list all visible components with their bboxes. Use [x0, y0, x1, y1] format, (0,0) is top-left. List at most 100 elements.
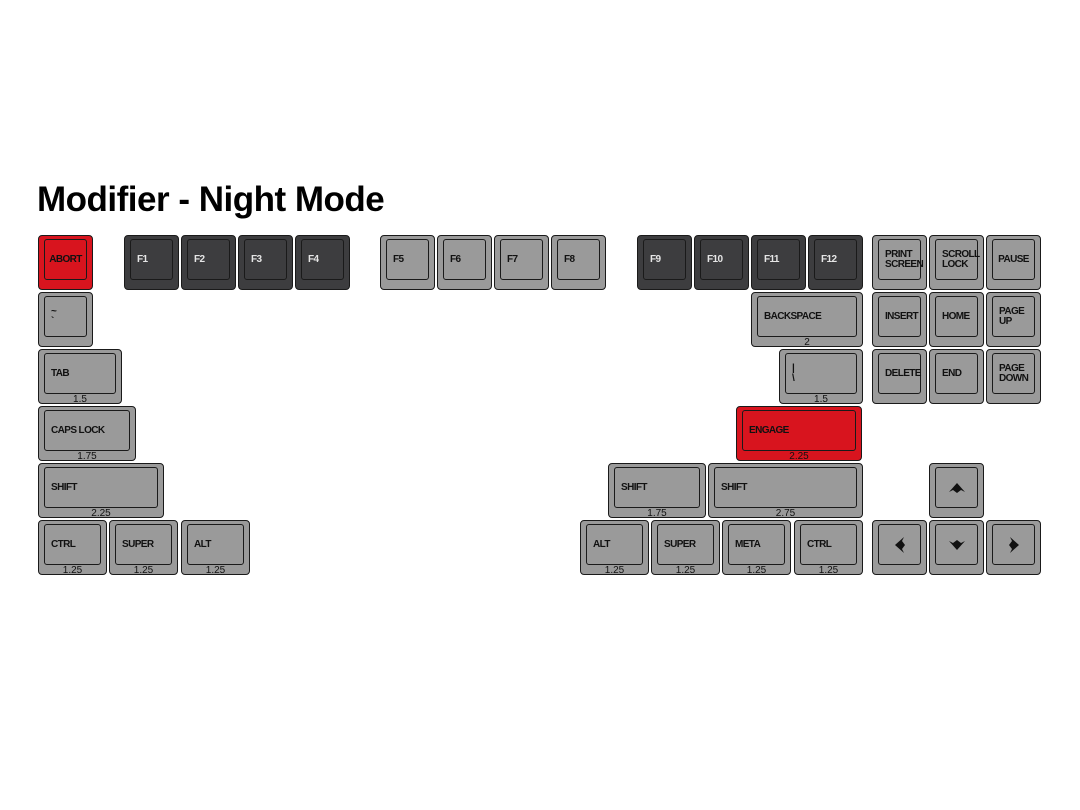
keycap-top	[500, 239, 543, 280]
key-label: F8	[564, 253, 575, 265]
key-f12: F12	[808, 235, 863, 290]
key-label: BACKSPACE	[764, 310, 822, 322]
key-backspace: BACKSPACE 2	[751, 292, 863, 348]
key-label: ALT	[194, 538, 212, 550]
key-label: F11	[764, 253, 779, 265]
key-label: SHIFT	[621, 481, 647, 493]
key-arrow-up	[929, 463, 984, 518]
key-size-label: 2	[804, 337, 810, 348]
keycap-top	[757, 296, 857, 337]
keycap-top	[657, 524, 714, 565]
page-title: Modifier - Night Mode	[37, 180, 385, 219]
arrow-up-icon	[930, 464, 983, 511]
keycap-top	[244, 239, 287, 280]
keycap-top	[44, 524, 101, 565]
key-size-label: 1.25	[133, 565, 154, 576]
key-delete: DELETE	[872, 349, 927, 404]
key-size-label: 2.25	[91, 508, 111, 519]
key-arrow-left	[872, 520, 927, 575]
key-label: CAPS LOCK	[51, 424, 105, 436]
key-label: F5	[393, 253, 404, 265]
key-label: INSERT	[885, 310, 919, 322]
key-size-label: 1.75	[77, 451, 97, 462]
key-label: F6	[450, 253, 461, 265]
keycap-top	[935, 296, 978, 337]
key-f6: F6	[437, 235, 492, 290]
key-ctrl: CTRL 1.25	[794, 520, 863, 576]
key-engage: ENGAGE 2.25	[736, 406, 862, 462]
key-ctrl: CTRL 1.25	[38, 520, 107, 576]
keycap-top	[700, 239, 743, 280]
keycap-top	[44, 296, 87, 337]
arrow-left-icon	[873, 521, 926, 568]
key-f4: F4	[295, 235, 350, 290]
keycap-top	[742, 410, 856, 451]
key-size-label: 2.75	[775, 508, 796, 519]
keycap-top	[301, 239, 344, 280]
key-label: F10	[707, 253, 723, 265]
keycap-top	[935, 239, 978, 280]
key-shift: SHIFT 2.75	[708, 463, 863, 519]
key-symbol: ~ `	[38, 292, 93, 347]
keycap-top	[443, 239, 486, 280]
key-label: | \	[792, 362, 795, 384]
keycap-top	[386, 239, 429, 280]
key-size-label: 1.5	[73, 394, 87, 405]
key-label: HOME	[942, 310, 970, 322]
key-label: F7	[507, 253, 518, 265]
key-shift: SHIFT 1.75	[608, 463, 706, 519]
key-label: F1	[137, 253, 148, 265]
key-size-label: 1.25	[818, 565, 839, 576]
keycap-top	[728, 524, 785, 565]
key-label: SUPER	[664, 538, 696, 550]
key-shift: SHIFT 2.25	[38, 463, 164, 519]
key-f7: F7	[494, 235, 549, 290]
key-f1: F1	[124, 235, 179, 290]
keycap-top	[785, 353, 857, 394]
key-label: SHIFT	[721, 481, 747, 493]
key-label: PRINT SCREEN	[885, 248, 924, 270]
key-pause: PAUSE	[986, 235, 1041, 290]
key-caps-lock: CAPS LOCK 1.75	[38, 406, 136, 462]
key-label: SCROLL LOCK	[942, 248, 980, 270]
key-arrow-right	[986, 520, 1041, 575]
key-label: ABORT	[49, 253, 82, 265]
key-label: CTRL	[51, 538, 76, 550]
key-f10: F10	[694, 235, 749, 290]
key-size-label: 1.75	[647, 508, 667, 519]
key-size-label: 1.25	[62, 565, 83, 576]
key-symbol: | \1.5	[779, 349, 863, 405]
key-scroll-lock: SCROLL LOCK	[929, 235, 984, 290]
key-label: PAGE UP	[999, 305, 1025, 327]
keycap-top	[115, 524, 172, 565]
key-label: END	[942, 367, 962, 379]
key-size-label: 2.25	[789, 451, 809, 462]
keycap-top	[44, 467, 158, 508]
arrow-down-icon	[930, 521, 983, 568]
key-arrow-down	[929, 520, 984, 575]
key-label: F9	[650, 253, 661, 265]
key-f8: F8	[551, 235, 606, 290]
key-label: META	[735, 538, 761, 550]
key-label: SUPER	[122, 538, 154, 550]
keycap-top	[814, 239, 857, 280]
keycap-top	[878, 296, 921, 337]
key-label: F2	[194, 253, 205, 265]
key-label: SHIFT	[51, 481, 77, 493]
keycap-top	[992, 239, 1035, 280]
key-f5: F5	[380, 235, 435, 290]
key-label: ENGAGE	[749, 424, 789, 436]
keycap-top	[757, 239, 800, 280]
key-f11: F11	[751, 235, 806, 290]
key-end: END	[929, 349, 984, 404]
keycap-top	[130, 239, 173, 280]
key-label: PAGE DOWN	[999, 362, 1029, 384]
keycap-top	[878, 239, 921, 280]
keycap-top	[992, 296, 1035, 337]
key-label: CTRL	[807, 538, 832, 550]
